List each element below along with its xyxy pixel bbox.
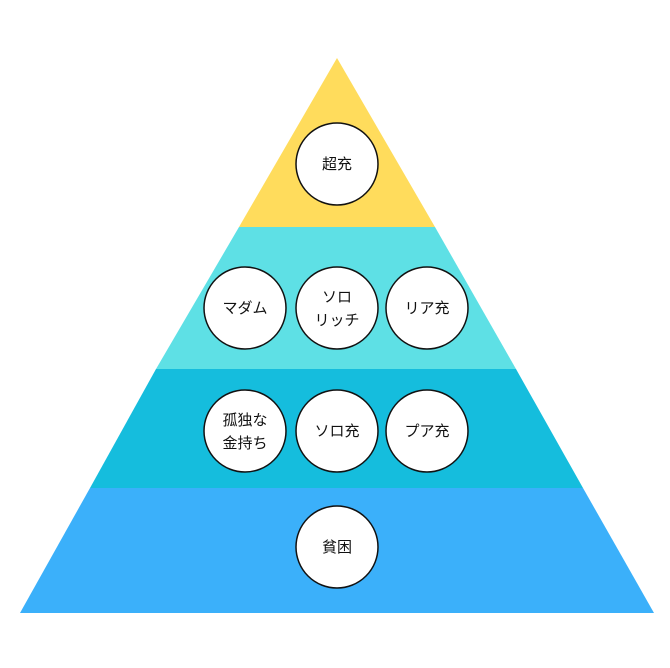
node-label: リッチ [314,311,359,329]
node-label: プア充 [404,422,449,440]
node-middle-2: プア充 [385,389,469,473]
node-label: 貧困 [322,538,352,556]
node-circle [295,122,379,206]
node-label: 孤独な [222,411,267,429]
node-circle [295,505,379,589]
node-circle [203,389,287,473]
node-circle [295,389,379,473]
node-middle-0: 孤独な 金持ち [203,389,287,473]
node-circle [385,266,469,350]
node-label: ソロ充 [314,422,359,440]
node-top-0: 超充 [295,122,379,206]
node-circle [295,266,379,350]
node-label: リア充 [404,299,449,317]
node-bottom-0: 貧困 [295,505,379,589]
node-circle [203,266,287,350]
node-upper-2: リア充 [385,266,469,350]
node-label: ソロ [322,288,352,306]
node-label: マダム [222,299,267,317]
pyramid-nodes: 超充 マダム ソロ リッチ リア充 孤独な 金持ち ソロ充 プア充 [203,122,469,589]
node-upper-0: マダム [203,266,287,350]
node-circle [385,389,469,473]
node-middle-1: ソロ充 [295,389,379,473]
node-upper-1: ソロ リッチ [295,266,379,350]
node-label: 超充 [322,155,352,173]
node-label: 金持ち [222,434,267,452]
